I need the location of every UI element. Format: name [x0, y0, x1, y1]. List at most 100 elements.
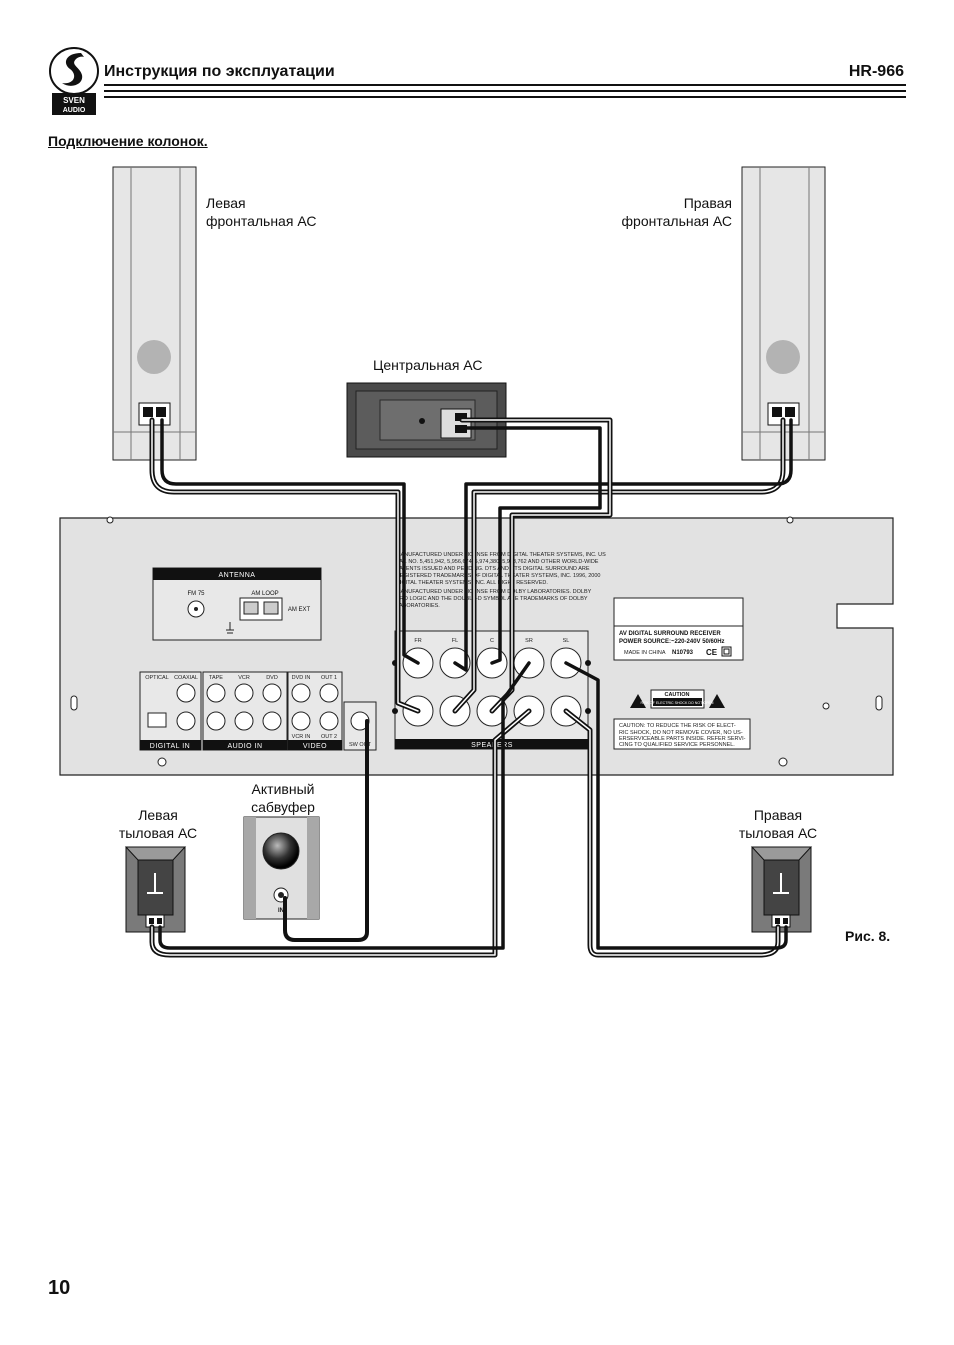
page-number: 10	[48, 1277, 71, 1299]
figure-label: Рис. 8.	[845, 928, 891, 944]
speaker-cables	[149, 417, 793, 958]
mount-icon	[147, 873, 163, 894]
tape-label: TAPE	[209, 675, 223, 681]
sr-label: SR	[525, 638, 533, 644]
license-line: PRO LOGIC AND THE DOUBLE-D SYMBOL ARE TR…	[396, 596, 588, 602]
vcr-video-in-jack[interactable]	[291, 711, 311, 731]
sw-out-section: SW OUT	[343, 701, 377, 751]
left-rear-label-line2: тыловая АС	[118, 825, 198, 841]
license-line: LABORATORIES.	[396, 603, 440, 609]
warning-triangle-icon	[709, 694, 725, 708]
dvd-audio-label: DVD	[266, 675, 278, 681]
am-ext-label: AM EXT	[288, 607, 311, 613]
c-label: C	[490, 638, 494, 644]
audio-in-label: AUDIO IN	[227, 743, 262, 750]
video-out1-jack[interactable]	[319, 683, 339, 703]
am-loop-label: AM LOOP	[251, 591, 278, 597]
center-speaker	[346, 382, 507, 458]
caution-line: ERSERVICEABLE PARTS INSIDE. REFER SERVI-	[619, 736, 746, 742]
left-rear-label-line1: Левая	[138, 807, 178, 823]
right-rear-label: Правая тыловая АС	[728, 806, 828, 842]
out1-label: OUT 1	[321, 675, 337, 681]
ce-mark-icon: CE	[706, 648, 718, 657]
cable-right-rear-plus	[564, 661, 788, 950]
digital-in-section: DIGITAL IN OPTICAL COAXIAL	[139, 671, 202, 751]
logo-graphic: SVEN AUDIO	[49, 47, 99, 115]
caution-title: CAUTION	[664, 692, 689, 698]
coaxial-label: COAXIAL	[174, 675, 198, 681]
optical-input[interactable]	[147, 712, 167, 728]
speakers-label: SPEAKERS	[471, 742, 513, 749]
header-rule	[104, 96, 906, 98]
tape-in-r-jack[interactable]	[206, 711, 226, 731]
vcr-in-l-jack[interactable]	[234, 683, 254, 703]
dvd-in-l-jack[interactable]	[262, 683, 282, 703]
double-insulation-icon	[721, 646, 732, 657]
coaxial-input-2[interactable]	[176, 711, 196, 731]
cable-center-plus	[460, 426, 602, 665]
subwoofer-label: Активный сабвуфер	[233, 780, 333, 816]
left-front-label: Левая фронтальная АС	[206, 194, 316, 230]
ground-icon	[226, 622, 234, 634]
license-line: MANUFACTURED UNDER LICENSE FROM DOLBY LA…	[396, 589, 592, 595]
dvd-video-in-jack[interactable]	[291, 683, 311, 703]
right-rear-label-line1: Правая	[753, 807, 803, 823]
header-rule	[104, 90, 906, 92]
logo-text-sven: SVEN	[63, 96, 85, 105]
center-label: Центральная АС	[373, 357, 483, 373]
subwoofer-in-label: IN	[278, 908, 284, 914]
right-front-label-line2: фронтальная АС	[621, 213, 732, 229]
speaker-cone-icon	[766, 340, 800, 374]
speaker-cone-icon	[137, 340, 171, 374]
fr-label: FR	[414, 638, 421, 644]
left-front-speaker	[112, 166, 197, 461]
vcr-in-r-jack[interactable]	[234, 711, 254, 731]
subwoofer-label-line2: сабвуфер	[251, 799, 315, 815]
logo-text-audio: AUDIO	[63, 107, 86, 114]
digital-in-label: DIGITAL IN	[150, 743, 190, 750]
mount-icon	[773, 873, 789, 894]
document-title: Инструкция по эксплуатации	[104, 63, 335, 80]
antenna-title: ANTENNA	[219, 572, 256, 579]
audio-in-section: AUDIO IN TAPE VCR DVD	[202, 671, 288, 751]
right-front-speaker	[741, 166, 826, 461]
video-label: VIDEO	[303, 743, 327, 750]
optical-label: OPTICAL	[145, 675, 169, 681]
coaxial-input-1[interactable]	[176, 683, 196, 703]
rating-line-3: MADE IN CHINA	[624, 650, 666, 656]
cable-left-front-plus	[160, 418, 420, 665]
right-front-label-line1: Правая	[683, 195, 732, 211]
cable-left-rear-plus	[158, 661, 531, 950]
section-title: Подключение колонок.	[48, 133, 208, 149]
header-rule	[104, 84, 906, 86]
left-front-label-line1: Левая	[206, 195, 246, 211]
sven-audio-logo: SVEN AUDIO	[48, 47, 100, 117]
cable-right-front-plus	[453, 418, 793, 672]
left-rear-label: Левая тыловая АС	[108, 806, 208, 842]
right-rear-label-line2: тыловая АС	[738, 825, 818, 841]
license-line: REGISTERED TRADEMARKS OF DIGITAL THEATER…	[396, 573, 600, 579]
cable-subwoofer	[283, 719, 369, 942]
sw-out-label: SW OUT	[349, 742, 372, 748]
caution-line: RIC SHOCK, DO NOT REMOVE COVER, NO US-	[619, 730, 743, 736]
right-front-label: Правая фронтальная АС	[622, 194, 732, 230]
caution-line: CING TO QUALIFIED SERVICE PERSONNEL.	[619, 742, 735, 748]
caution-section: CAUTION RISK OF ELECTRIC SHOCK DO NOT OP…	[613, 689, 751, 750]
license-line: PAT. NO. 5,451,942, 5,956,674, 5,974,380…	[396, 559, 599, 565]
model-number: HR-966	[848, 63, 904, 80]
speaker-terminals: SPEAKERS FR FL C SR SL	[392, 630, 591, 750]
left-rear-speaker	[124, 846, 187, 933]
caution-line: CAUTION: TO REDUCE THE RISK OF ELECT-	[619, 723, 736, 729]
license-line: PATENTS ISSUED AND PENDING. DTS AND DTS …	[396, 566, 590, 572]
right-rear-speaker	[750, 846, 813, 933]
vcr-in-label: VCR IN	[292, 734, 311, 740]
dvd-in-r-jack[interactable]	[262, 711, 282, 731]
rating-line-2: POWER SOURCE:~220-240V 50/60Hz	[619, 639, 725, 645]
active-subwoofer: IN	[243, 816, 320, 920]
out2-label: OUT 2	[321, 734, 337, 740]
video-section: VIDEO DVD IN OUT 1 VCR IN OUT 2	[287, 671, 343, 751]
video-out2-jack[interactable]	[319, 711, 339, 731]
tape-in-l-jack[interactable]	[206, 683, 226, 703]
caution-subtitle: RISK OF ELECTRIC SHOCK DO NOT OPEN	[640, 701, 713, 705]
